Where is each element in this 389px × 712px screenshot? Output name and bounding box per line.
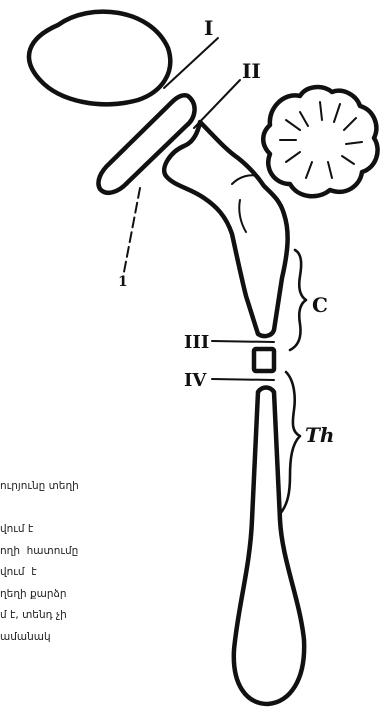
- leader-line-II: [194, 80, 240, 128]
- midbrain-capsule: [98, 95, 194, 193]
- label-1: 1: [118, 274, 128, 290]
- spinal-cord-shape: [234, 388, 304, 705]
- cerebellum-folia: [280, 102, 362, 178]
- caption-line: վում է: [0, 519, 200, 541]
- brainstem-inner-line: [232, 175, 258, 232]
- label-Th: Th: [305, 423, 334, 447]
- leader-line-III: [212, 341, 274, 342]
- label-C: C: [312, 293, 328, 317]
- label-II: II: [242, 59, 261, 83]
- caption-line: վում է: [0, 562, 200, 584]
- label-III: III: [184, 332, 209, 353]
- brace-Th: [280, 372, 300, 514]
- leader-line-IV: [212, 379, 274, 380]
- caption-line: [0, 498, 200, 520]
- leader-line-1: [124, 188, 140, 272]
- caption-line: ուրյունը տեղի: [0, 476, 200, 498]
- caption-line: մ է, տենդ չի: [0, 605, 200, 627]
- caption-line: ղեղի քարձր: [0, 584, 200, 606]
- label-IV: IV: [184, 370, 207, 391]
- caption-line: ողի հատումը: [0, 541, 200, 563]
- brace-C: [290, 250, 306, 350]
- label-I: I: [204, 16, 213, 40]
- spinal-segment: [254, 349, 274, 371]
- cerebrum-shape: [29, 12, 170, 105]
- caption-line: ամանակ: [0, 627, 200, 649]
